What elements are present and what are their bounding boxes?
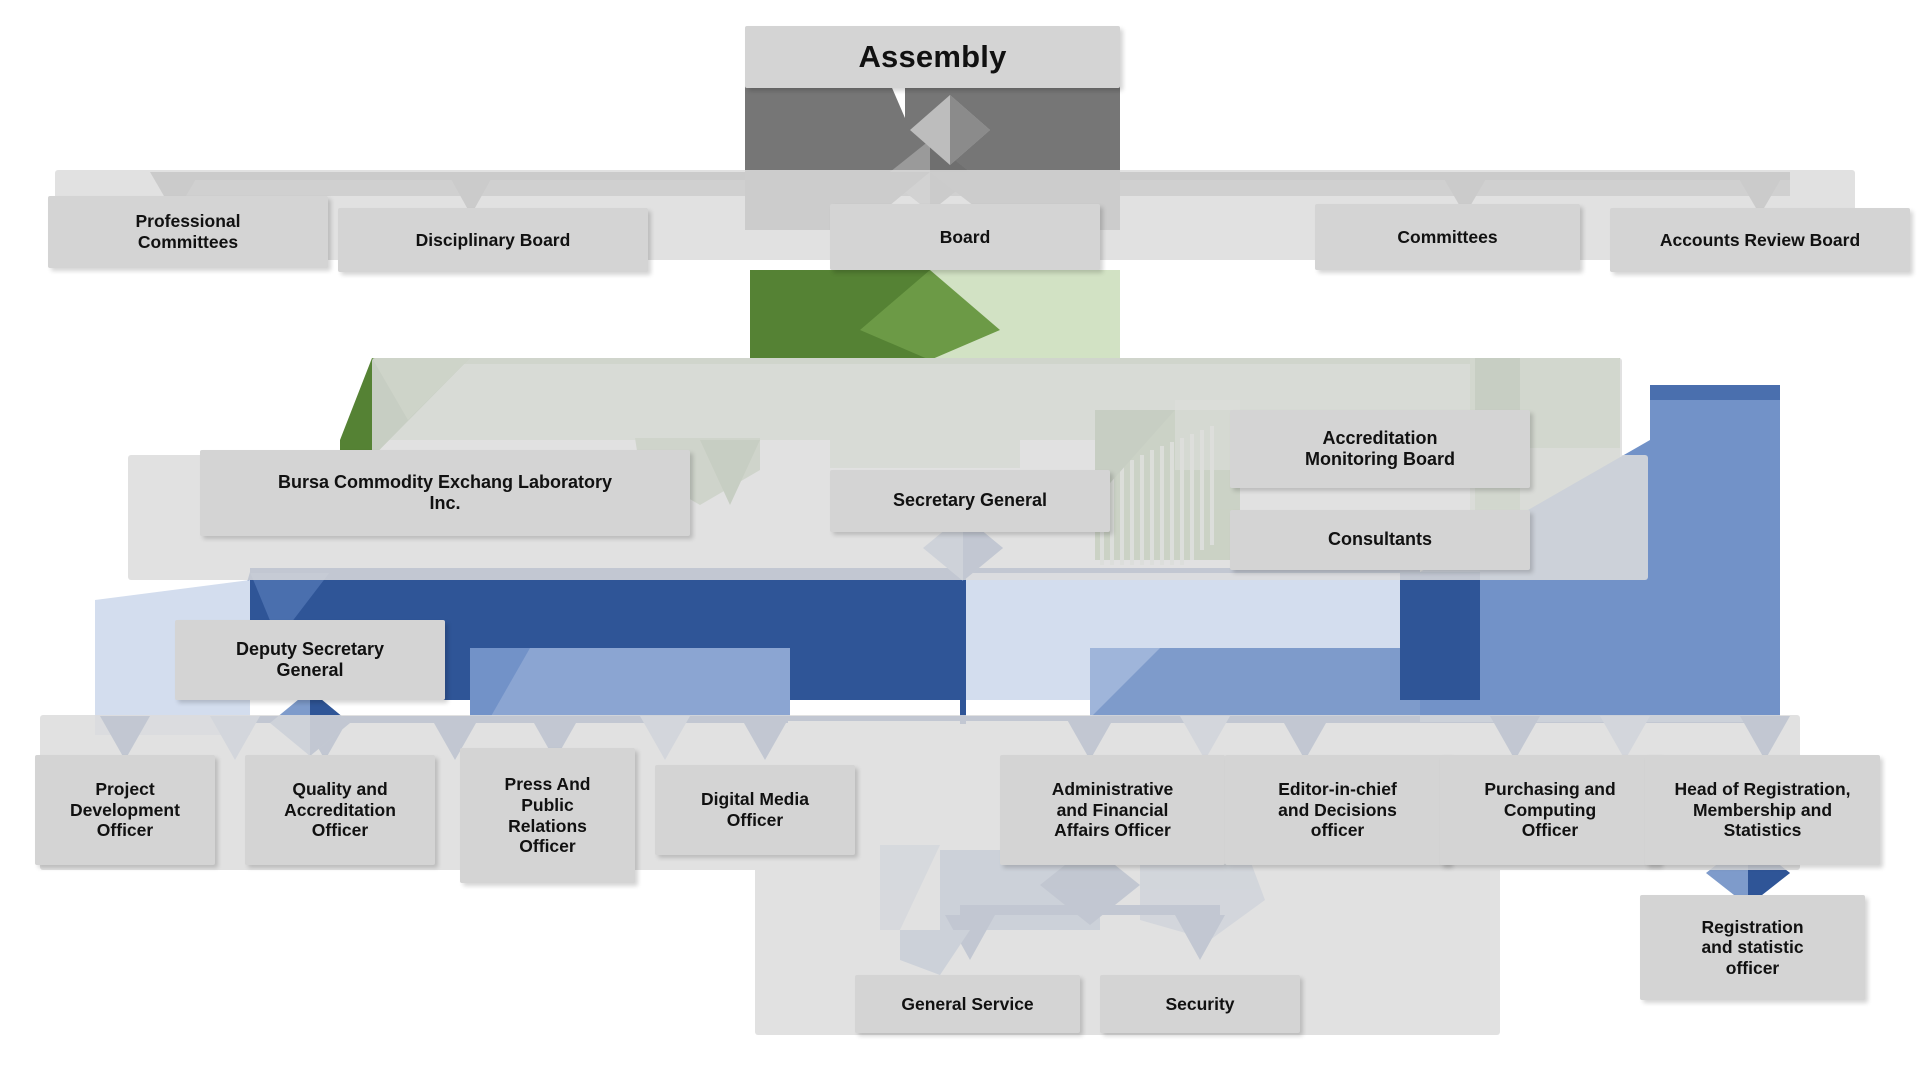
- node-consultants[interactable]: Consultants: [1230, 510, 1530, 570]
- grey-stem: [745, 60, 905, 180]
- node-accounts-review-board[interactable]: Accounts Review Board: [1610, 208, 1910, 272]
- node-general-service[interactable]: General Service: [855, 975, 1080, 1033]
- blue-bar-left-hi: [250, 572, 330, 640]
- grey-center-tip-dk: [950, 95, 990, 165]
- node-disciplinary-board[interactable]: Disciplinary Board: [338, 208, 648, 272]
- blue-column-right-cap: [1650, 385, 1780, 400]
- node-disciplinary-board-label: Disciplinary Board: [415, 229, 571, 250]
- blue-soft-block-left-edge: [470, 648, 530, 718]
- blue-soft-block-right-wedge: [1090, 648, 1160, 718]
- node-board-label: Board: [939, 226, 991, 247]
- node-assembly-label: Assembly: [858, 38, 1007, 74]
- blue-column-right: [1650, 385, 1780, 722]
- blue-soft-block-left: [470, 648, 790, 718]
- blue-rail-vert-center: [960, 572, 966, 724]
- node-secretary-general-label: Secretary General: [892, 490, 1048, 511]
- node-secretary-general[interactable]: Secretary General: [830, 470, 1110, 532]
- blue-soft-block-right: [1090, 648, 1420, 718]
- node-consultants-label: Consultants: [1327, 529, 1432, 550]
- blue-column-right-dark: [1400, 572, 1480, 700]
- node-board[interactable]: Board: [830, 204, 1100, 270]
- node-security[interactable]: Security: [1100, 975, 1300, 1033]
- green-stem-notch: [860, 270, 1000, 360]
- node-general-service-label: General Service: [901, 993, 1034, 1014]
- node-security-label: Security: [1165, 993, 1235, 1014]
- node-committees-label: Committees: [1397, 226, 1498, 247]
- node-committees[interactable]: Committees: [1315, 204, 1580, 270]
- node-accounts-review-board-label: Accounts Review Board: [1659, 229, 1861, 250]
- node-assembly[interactable]: Assembly: [745, 26, 1120, 88]
